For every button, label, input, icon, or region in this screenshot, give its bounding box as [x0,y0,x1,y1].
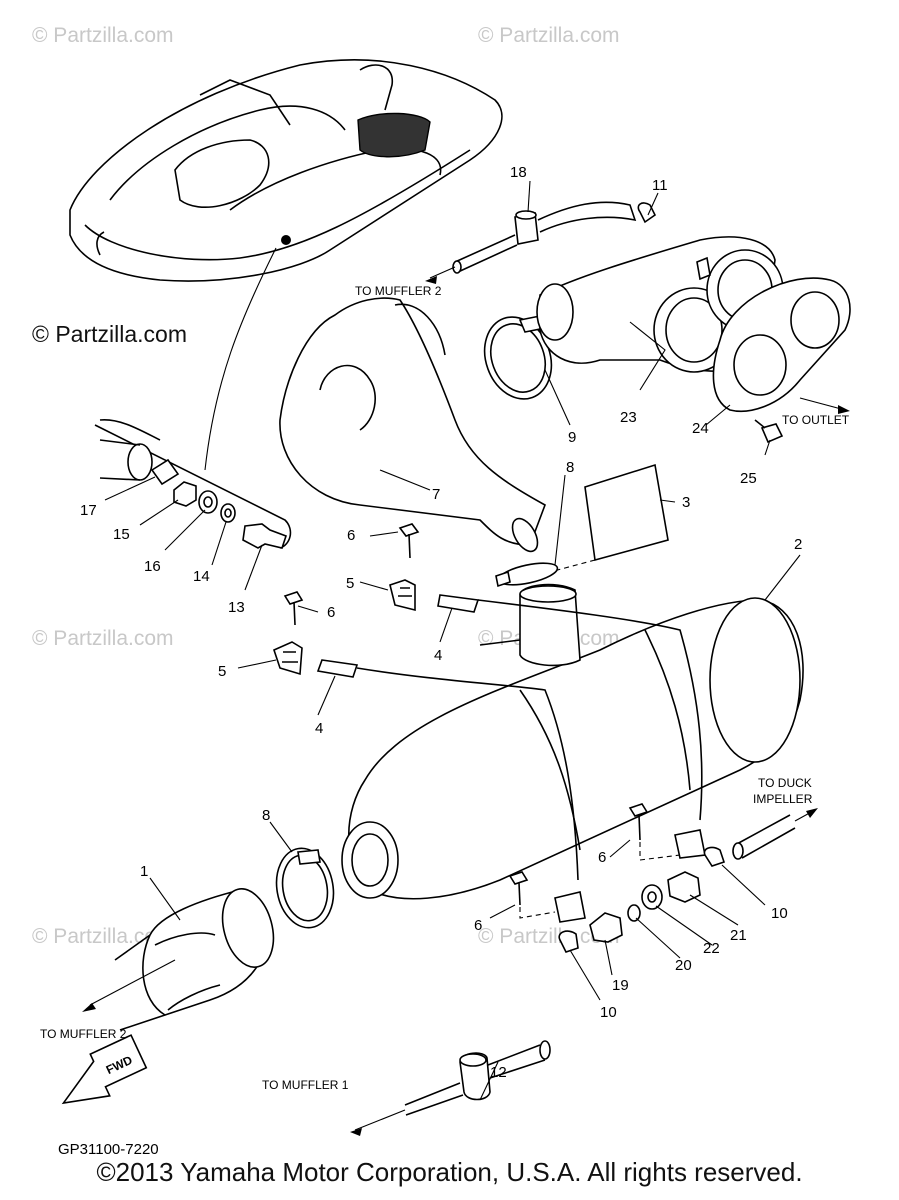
bolt-6-a [398,523,420,559]
fitting-21 [667,871,701,903]
part-number: 21 [730,927,747,944]
strap-4-lower [316,659,579,881]
hose-clamp-8-lower [275,847,335,929]
leader-lines [104,180,801,1101]
part-number: 18 [510,164,527,181]
direction-labels: TO MUFFLER 2 TO OUTLET TO DUCK IMPELLER … [40,284,850,1092]
gasket-24 [712,277,851,412]
part-number: 15 [113,526,130,543]
part-number: 24 [692,420,709,437]
strap-buckle [674,829,706,859]
hose-clamp-8-upper [495,562,559,588]
to-muffler-2-label: TO MUFFLER 2 [355,284,442,298]
part-number: 8 [262,807,270,824]
strap-4-upper [437,594,703,821]
fwd-arrow: FWD [61,1034,148,1105]
impeller-hose [732,808,818,860]
strap-buckle [554,891,586,923]
part-number: 4 [315,720,323,737]
part-number: 10 [600,1004,617,1021]
to-duck-label: TO DUCK [758,776,812,790]
hose-joint-18 [452,201,637,274]
hose-joint-12 [350,1040,551,1136]
part-number: 5 [346,575,354,592]
bolt-25 [754,419,784,444]
part-number: 19 [612,977,629,994]
watermark: © Partzilla.com [478,24,620,47]
hose-clip-10-lower [558,930,579,953]
part-number: 3 [682,494,690,511]
watermark: © Partzilla.com [32,925,174,948]
part-number: 17 [80,502,97,519]
fitting-13 [242,523,288,549]
part-number-labels: 18 11 9 23 24 25 3 8 7 17 15 16 14 13 6 … [80,164,802,1081]
part-number: 11 [652,177,668,194]
part-number: 16 [144,558,161,575]
bracket-5-lower [273,641,303,676]
bolt-6-b [283,591,304,626]
to-muffler-2-arrow [429,266,456,279]
part-number: 7 [432,486,440,503]
bolt-6-d [508,871,556,919]
part-number: 6 [347,527,355,544]
diagram-reference-code: GP31100-7220 [58,1141,159,1158]
exhaust-outlet-chamber-23 [536,236,784,373]
copyright-notice: ©2013 Yamaha Motor Corporation, U.S.A. A… [96,1157,803,1187]
part-number: 25 [740,470,757,487]
part-number: 10 [771,905,788,922]
to-muffler-2-bottom-label: TO MUFFLER 2 [40,1027,127,1041]
part-number: 13 [228,599,245,616]
part-number: 6 [327,604,335,621]
watermark: © Partzilla.com [478,925,620,948]
fitting-19 [589,912,623,943]
exhaust-hose-7 [279,297,546,553]
impeller-label: IMPELLER [753,792,813,806]
washer-22 [641,884,663,910]
hose-fitting-17 [150,458,180,486]
part-number: 8 [566,459,574,476]
watermark-dark: © Partzilla.com [32,321,187,347]
to-muffler-1-label: TO MUFFLER 1 [262,1078,349,1092]
part-number: 4 [434,647,442,664]
outlet-leader [204,247,277,471]
to-outlet-label: TO OUTLET [782,413,850,427]
part-number: 2 [794,536,802,553]
watermark: © Partzilla.com [32,627,174,650]
nut-15 [173,481,197,507]
muffler-2 [341,583,804,900]
part-number: 14 [193,568,210,585]
to-outlet-arrow [799,397,846,411]
watercraft-illustration [69,59,503,282]
part-number: 12 [490,1064,507,1081]
bracket-5-upper [389,579,416,612]
hose-clamp-9 [483,315,553,400]
part-number: 5 [218,663,226,680]
part-number: 20 [675,957,692,974]
exhaust-pipe-1 [82,888,275,1031]
part-number: 6 [598,849,606,866]
part-number: 9 [568,429,576,446]
part-number: 1 [140,863,148,880]
washer-20 [627,904,641,922]
part-number: 6 [474,917,482,934]
part-number: 22 [703,940,720,957]
part-number: 23 [620,409,637,426]
hose-clip-10-upper [703,846,726,867]
watermark: © Partzilla.com [32,24,174,47]
bolt-6-c [628,803,681,861]
